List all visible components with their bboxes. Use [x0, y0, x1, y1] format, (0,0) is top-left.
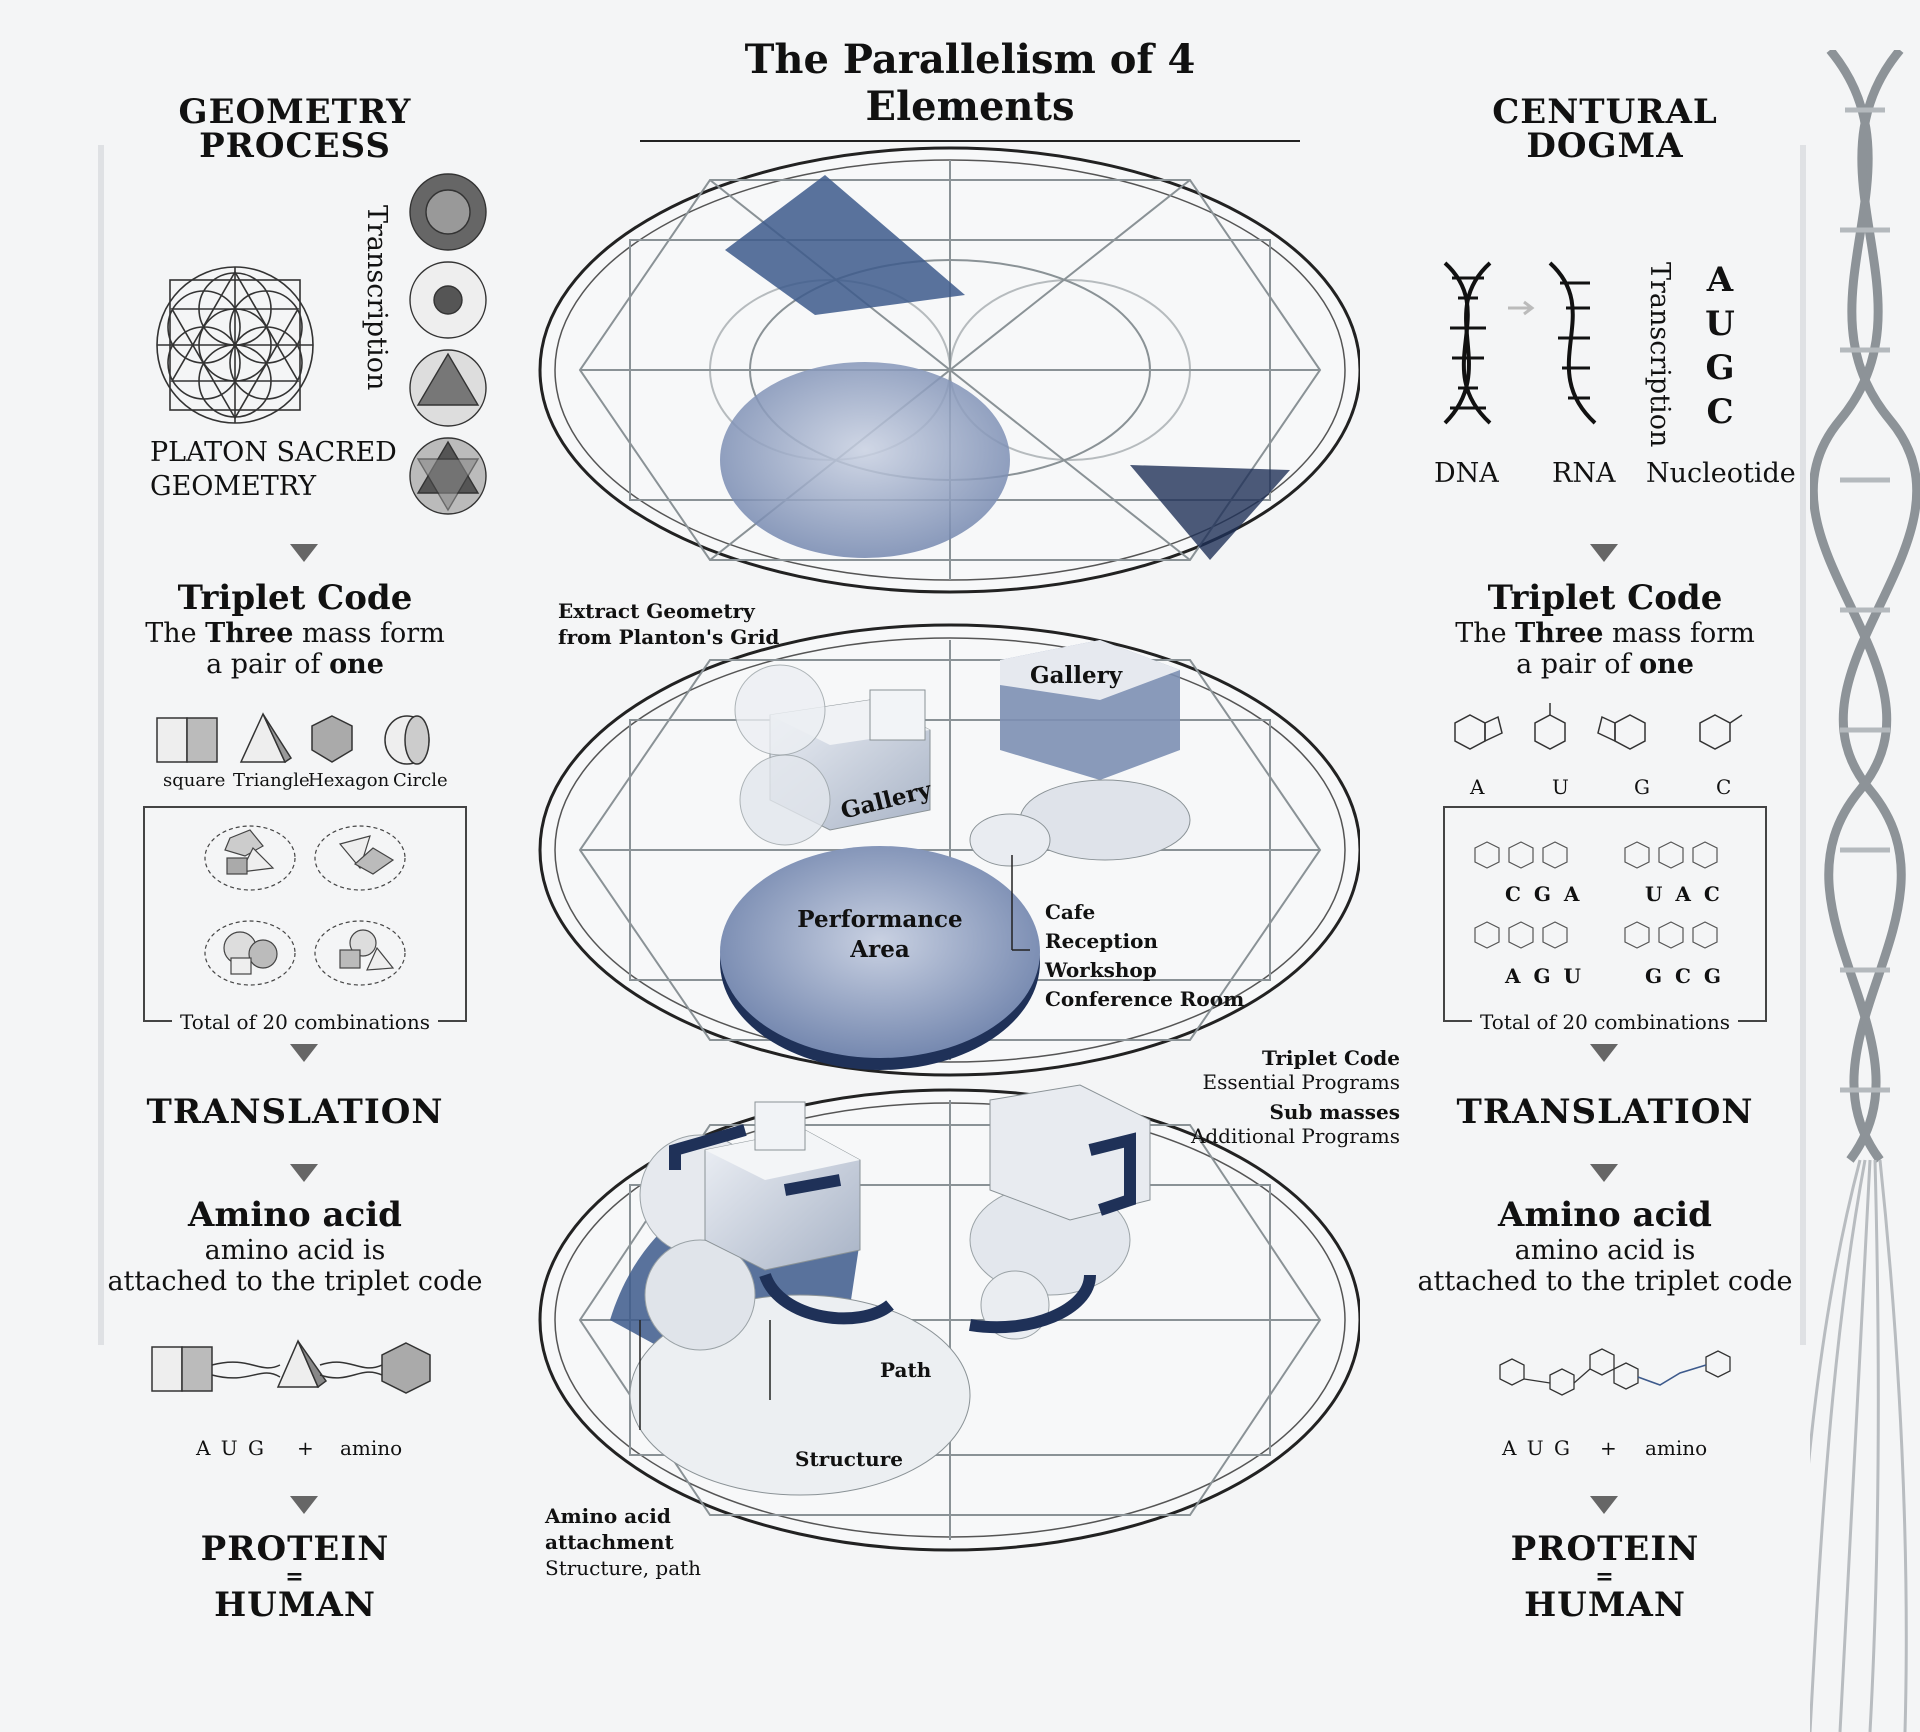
dna-label: DNA	[1434, 458, 1499, 489]
right-amino-block: Amino acid amino acid is attached to the…	[1417, 1195, 1793, 1297]
right-translation: TRANSLATION	[1456, 1092, 1754, 1132]
left-amino-block: Amino acid amino acid is attached to the…	[107, 1195, 483, 1297]
right-combinations-caption: Total of 20 combinations	[1472, 1010, 1738, 1034]
bottom-layer	[538, 1084, 1360, 1552]
codon-label-agu: A G U	[1505, 964, 1584, 988]
base-label-c: C	[1716, 775, 1732, 799]
left-translation: TRANSLATION	[146, 1092, 444, 1132]
right-triplet-block: Triplet Code The Three mass form a pair …	[1455, 578, 1755, 680]
shape-label-hexagon: Hexagon	[308, 770, 390, 791]
amino-chain-shapes-icon	[151, 1339, 431, 1394]
left-heading: GEOMETRY PROCESS	[178, 92, 412, 166]
left-flow-line	[98, 145, 104, 1345]
shape-label-circle: Circle	[393, 770, 448, 791]
mass-shape-icons	[156, 712, 430, 765]
gallery-label-right: Gallery	[1030, 662, 1123, 689]
layered-geometry-diagram	[538, 146, 1360, 1552]
left-aug-label: A U G	[196, 1436, 266, 1460]
shape-label-square: square	[163, 770, 226, 791]
nucleotide-letters: A U G C	[1705, 260, 1735, 432]
middle-layer	[538, 623, 1360, 1077]
arrow-down-icon	[1590, 1044, 1618, 1062]
left-combinations-caption: Total of 20 combinations	[172, 1010, 438, 1034]
program-list: Cafe Reception Workshop Conference Room	[1045, 900, 1245, 1011]
base-label-a: A	[1470, 775, 1485, 799]
arrow-down-icon	[1590, 1164, 1618, 1182]
flower-of-life-icon	[156, 266, 314, 424]
left-protein-block: PROTEIN = HUMAN	[200, 1529, 390, 1625]
right-transcription-label: Transcription	[1644, 262, 1675, 448]
arrow-down-icon	[290, 1496, 318, 1514]
arrow-down-icon	[1590, 544, 1618, 562]
codon-molecules-icon	[1474, 841, 1718, 949]
right-flow-line	[1800, 145, 1806, 1345]
dna-rna-icon	[1443, 261, 1597, 425]
path-label: Path	[880, 1358, 932, 1382]
transcription-rosettes	[409, 173, 487, 515]
left-transcription-label: Transcription	[361, 205, 392, 391]
extract-geometry-label: Extract Geometry from Planton's Grid	[558, 599, 780, 649]
right-heading: CENTURAL DOGMA	[1492, 92, 1718, 166]
dna-helix-decoration-icon	[1810, 50, 1920, 1732]
left-combinations-box: Total of 20 combinations	[143, 806, 467, 1034]
left-plus-label: +	[297, 1436, 314, 1460]
left-triplet-block: Triplet Code The Three mass form a pair …	[145, 578, 445, 680]
shape-label-triangle: Triangle	[233, 770, 310, 791]
amino-attachment-legend: Amino acid attachment Structure, path	[545, 1504, 702, 1580]
codon-label-uac: U A C	[1645, 882, 1723, 906]
amino-molecule-chain-icon	[1499, 1348, 1731, 1396]
base-label-u: U	[1552, 775, 1569, 799]
right-combinations-box: C G A U A C A G U G C G Total of 20 comb…	[1443, 806, 1767, 1034]
top-layer-grid	[538, 146, 1360, 594]
triplet-legend: Triplet Code Essential Programs Sub mass…	[1190, 1046, 1400, 1148]
performance-area-label: Performance Area	[797, 906, 963, 963]
right-amino-label: amino	[1645, 1436, 1708, 1460]
right-protein-block: PROTEIN = HUMAN	[1510, 1529, 1700, 1625]
arrow-down-icon	[290, 1164, 318, 1182]
right-plus-label: +	[1600, 1436, 1617, 1460]
base-molecule-icons	[1454, 703, 1743, 750]
platon-label: PLATON SACRED GEOMETRY	[150, 437, 397, 502]
structure-label: Structure	[795, 1447, 903, 1471]
rna-label: RNA	[1552, 458, 1616, 489]
codon-label-cga: C G A	[1505, 882, 1583, 906]
arrow-down-icon	[1590, 1496, 1618, 1514]
right-aug-label: A U G	[1502, 1436, 1572, 1460]
left-amino-label: amino	[340, 1436, 403, 1460]
arrow-down-icon	[290, 544, 318, 562]
codon-label-gcg: G C G	[1645, 964, 1725, 988]
page-title: The Parallelism of 4 Elements	[640, 36, 1300, 142]
arrow-down-icon	[290, 1044, 318, 1062]
base-label-g: G	[1634, 775, 1650, 799]
combination-clusters-icon	[204, 825, 406, 986]
nucleotide-label: Nucleotide	[1646, 458, 1796, 489]
